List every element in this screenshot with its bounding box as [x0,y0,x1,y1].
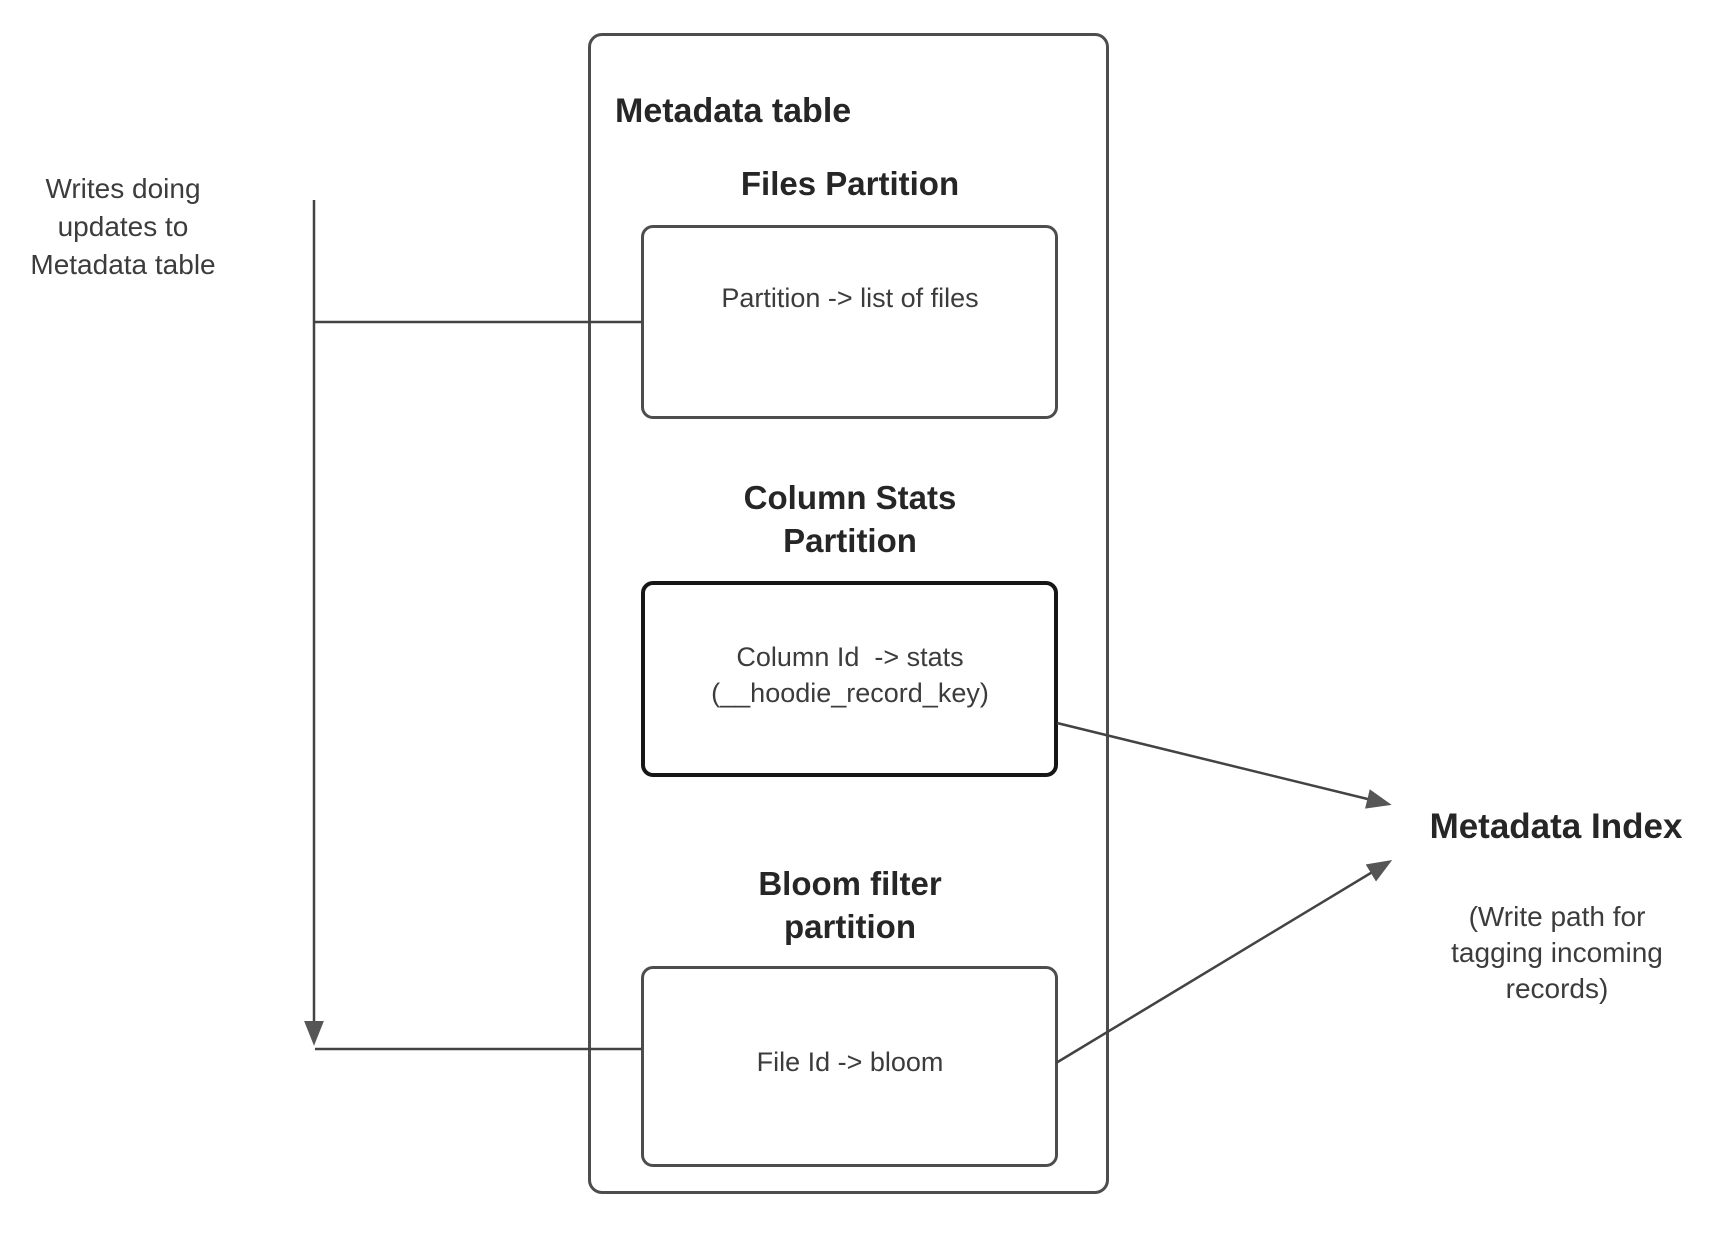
column-stats-heading-line: Column Stats [743,479,957,516]
metadata-table-container [588,33,1109,1194]
bloom-filter-heading-line: partition [784,908,916,945]
bloom-filter-heading-line: Bloom filter [758,865,942,902]
bloom-filter-mapping-line: File Id -> bloom [756,1047,944,1077]
writes-updates-note-line: updates to [57,211,189,242]
files-partition-mapping: Partition -> list of files [640,279,1060,317]
metadata-table-title: Metadata table [615,92,852,130]
bloom-filter-heading: Bloom filter partition [640,862,1060,948]
metadata-index-caption-line: records) [1505,973,1609,1004]
metadata-index-caption: (Write path for tagging incoming records… [1357,899,1718,1007]
writes-updates-note-line: Metadata table [30,249,216,280]
files-partition-heading-line: Files Partition [740,165,960,202]
column-stats-heading: Column Stats Partition [640,476,1060,562]
writes-updates-note-line: Writes doing [45,173,201,204]
column-stats-mapping: Column Id -> stats (__hoodie_record_key) [640,639,1060,711]
files-partition-mapping-line: Partition -> list of files [721,283,979,313]
metadata-index-caption-line: (Write path for [1468,901,1646,932]
files-partition-heading: Files Partition [640,163,1060,205]
column-stats-mapping-line: (__hoodie_record_key) [711,678,989,708]
bloom-filter-mapping: File Id -> bloom [640,1043,1060,1081]
column-stats-mapping-line: Column Id -> stats [736,642,964,672]
writes-updates-note: Writes doing updates to Metadata table [3,170,243,284]
bloom-filter-box [641,966,1058,1167]
files-partition-box [641,225,1058,419]
metadata-index-title: Metadata Index [1429,807,1683,846]
column-stats-box [641,581,1058,777]
metadata-index-caption-line: tagging incoming [1451,937,1663,968]
column-stats-heading-line: Partition [783,522,917,559]
